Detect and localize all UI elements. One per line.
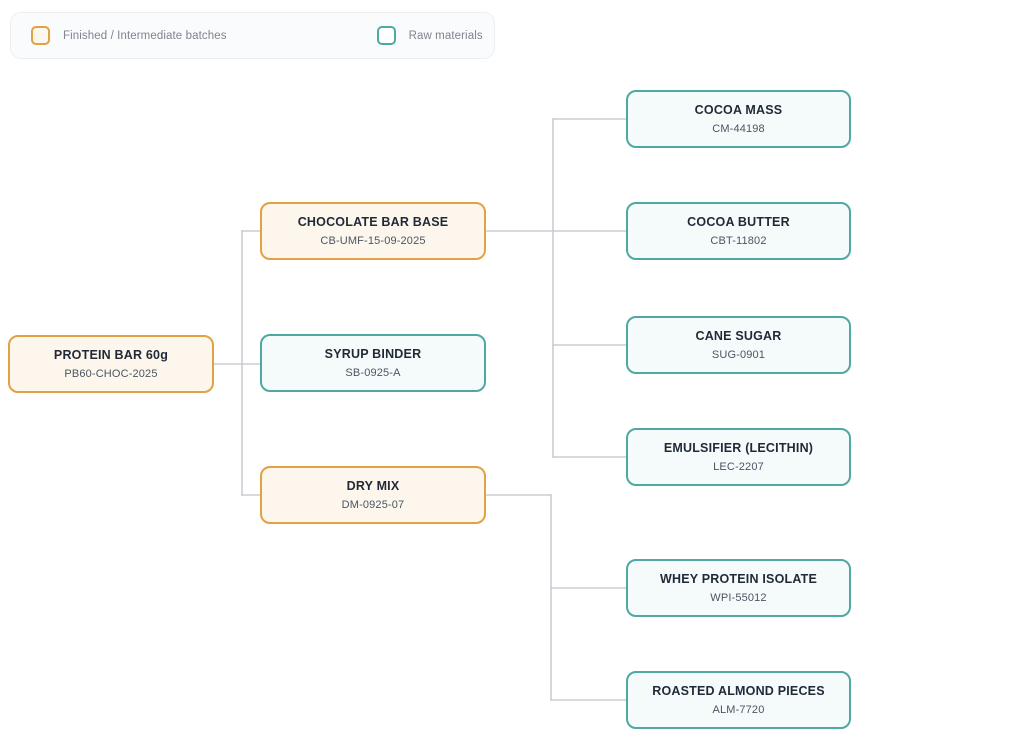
node-title: DRY MIX xyxy=(346,479,400,494)
node-title: WHEY PROTEIN ISOLATE xyxy=(659,572,818,587)
node-title: SYRUP BINDER xyxy=(324,347,422,362)
legend-item-raw: Raw materials xyxy=(376,26,483,45)
node-title: COCOA MASS xyxy=(694,103,783,118)
node-title: CHOCOLATE BAR BASE xyxy=(297,215,449,230)
node-title: CANE SUGAR xyxy=(695,329,782,344)
node-title: COCOA BUTTER xyxy=(687,215,790,230)
node-code: WPI-55012 xyxy=(710,591,767,604)
node-protein-bar-60g[interactable]: PROTEIN BAR 60g PB60-CHOC-2025 xyxy=(8,335,214,393)
raw-swatch-icon xyxy=(376,26,396,45)
node-cocoa-butter[interactable]: COCOA BUTTER CBT-11802 xyxy=(626,202,851,260)
node-cocoa-mass[interactable]: COCOA MASS CM-44198 xyxy=(626,90,851,148)
node-chocolate-bar-base[interactable]: CHOCOLATE BAR BASE CB-UMF-15-09-2025 xyxy=(260,202,486,260)
node-whey-protein-isolate[interactable]: WHEY PROTEIN ISOLATE WPI-55012 xyxy=(626,559,851,617)
node-code: PB60-CHOC-2025 xyxy=(64,367,158,380)
node-cane-sugar[interactable]: CANE SUGAR SUG-0901 xyxy=(626,316,851,374)
node-code: CBT-11802 xyxy=(710,234,767,247)
node-roasted-almond-pieces[interactable]: ROASTED ALMOND PIECES ALM-7720 xyxy=(626,671,851,729)
node-emulsifier-lecithin[interactable]: EMULSIFIER (LECITHIN) LEC-2207 xyxy=(626,428,851,486)
node-title: EMULSIFIER (LECITHIN) xyxy=(663,441,814,456)
finished-swatch-icon xyxy=(31,26,50,45)
legend-label-raw: Raw materials xyxy=(408,29,483,42)
legend-label-finished: Finished / Intermediate batches xyxy=(63,29,227,42)
node-title: PROTEIN BAR 60g xyxy=(53,348,169,363)
node-code: LEC-2207 xyxy=(713,460,764,473)
legend-panel: Finished / Intermediate batches Raw mate… xyxy=(10,12,495,59)
node-dry-mix[interactable]: DRY MIX DM-0925-07 xyxy=(260,466,486,524)
node-syrup-binder[interactable]: SYRUP BINDER SB-0925-A xyxy=(260,334,486,392)
node-code: SB-0925-A xyxy=(345,366,401,379)
node-code: SUG-0901 xyxy=(711,348,766,361)
legend-item-finished: Finished / Intermediate batches xyxy=(31,26,227,45)
node-code: ALM-7720 xyxy=(712,703,765,716)
node-code: CM-44198 xyxy=(712,122,765,135)
node-title: ROASTED ALMOND PIECES xyxy=(652,684,825,699)
node-code: DM-0925-07 xyxy=(341,498,405,511)
node-code: CB-UMF-15-09-2025 xyxy=(320,234,426,247)
